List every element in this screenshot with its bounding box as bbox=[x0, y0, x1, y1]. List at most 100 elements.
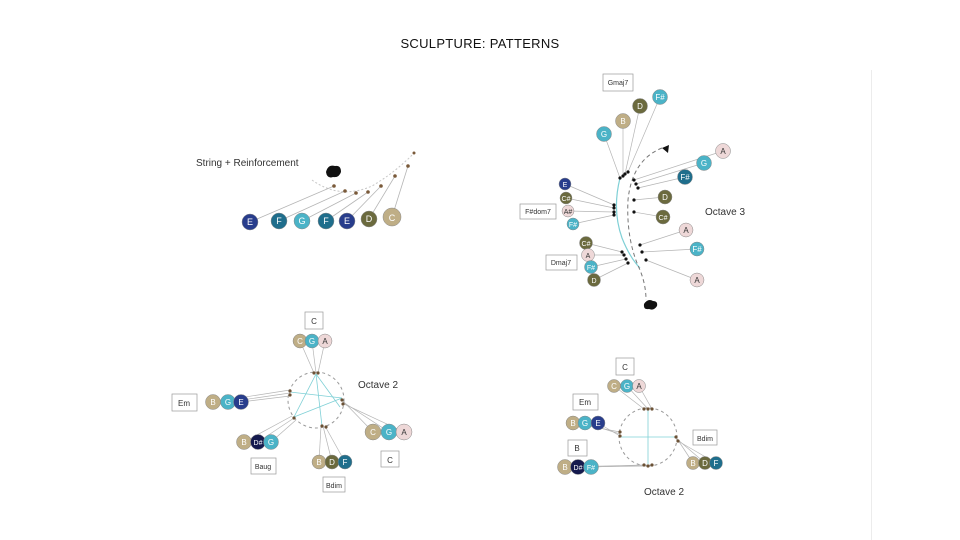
svg-text:F: F bbox=[714, 459, 719, 468]
octave-2-left-label: Octave 2 bbox=[358, 380, 398, 391]
chord-box-em-right bbox=[572, 393, 599, 411]
svg-text:B: B bbox=[570, 419, 575, 428]
svg-text:F#: F# bbox=[692, 245, 702, 254]
svg-text:D#: D# bbox=[574, 465, 583, 472]
svg-text:B: B bbox=[620, 117, 625, 126]
chord-box-gmaj7 bbox=[602, 73, 634, 92]
chord-box-fdom7 bbox=[519, 203, 557, 220]
svg-text:D#: D# bbox=[254, 440, 263, 447]
svg-text:A: A bbox=[322, 337, 328, 346]
svg-text:C: C bbox=[611, 382, 617, 391]
octave-2-left-inner-lines bbox=[289, 373, 343, 427]
octave-2-left-note-labels: C G A B G E B D# G B D F C G A bbox=[210, 337, 407, 467]
svg-text:D: D bbox=[637, 102, 643, 111]
octave-3-lines bbox=[564, 96, 724, 281]
chord-box-baug bbox=[250, 457, 277, 475]
octave-3-left-note-labels: G B D F# E C# A# F# C# A F# D bbox=[562, 93, 666, 285]
chord-box-em bbox=[171, 393, 198, 412]
chord-box-dmaj7 bbox=[545, 254, 578, 271]
chord-label-dmaj7: Dmaj7 bbox=[551, 260, 571, 267]
string-note-circles bbox=[241, 207, 402, 231]
svg-text:Em: Em bbox=[579, 398, 591, 407]
panel-string-reinforcement: String + Reinforcement bbox=[196, 151, 416, 231]
octave-2-right-inner-lines bbox=[620, 410, 677, 464]
svg-text:G: G bbox=[268, 438, 274, 447]
chord-box-bdim-right bbox=[692, 429, 718, 446]
chord-box-c-right bbox=[615, 357, 635, 376]
svg-text:B: B bbox=[316, 458, 321, 467]
svg-text:G: G bbox=[298, 216, 305, 226]
svg-text:G: G bbox=[701, 159, 707, 168]
svg-text:E: E bbox=[238, 398, 243, 407]
svg-text:C: C bbox=[311, 317, 317, 326]
svg-text:A: A bbox=[683, 226, 689, 235]
svg-text:D: D bbox=[591, 278, 596, 285]
svg-text:G: G bbox=[624, 382, 630, 391]
octave-3-right-note-labels: A G F# D C# A F# A bbox=[659, 147, 727, 285]
string-note-labels: E F G F E D C bbox=[247, 213, 396, 227]
svg-text:G: G bbox=[582, 419, 588, 428]
svg-text:F#: F# bbox=[587, 465, 595, 472]
octave-2-left-knots bbox=[288, 371, 345, 429]
svg-text:E: E bbox=[344, 216, 350, 226]
svg-text:B: B bbox=[562, 463, 567, 472]
svg-text:G: G bbox=[225, 398, 231, 407]
string-knots bbox=[332, 151, 416, 195]
svg-text:B: B bbox=[210, 398, 215, 407]
svg-text:B: B bbox=[690, 459, 695, 468]
chord-box-bdim bbox=[322, 476, 346, 493]
svg-text:Bdim: Bdim bbox=[326, 483, 342, 490]
svg-text:Em: Em bbox=[178, 399, 190, 408]
svg-text:E: E bbox=[247, 217, 253, 227]
svg-text:E: E bbox=[563, 182, 568, 189]
svg-text:E: E bbox=[595, 419, 600, 428]
chord-label-gmaj7: Gmaj7 bbox=[608, 80, 629, 87]
svg-text:C: C bbox=[387, 456, 393, 465]
octave-2-left-notes bbox=[205, 333, 413, 470]
svg-text:Baug: Baug bbox=[255, 464, 271, 471]
slide-edge-divider bbox=[871, 70, 872, 540]
svg-text:F#: F# bbox=[655, 93, 665, 102]
svg-text:G: G bbox=[309, 337, 315, 346]
chord-box-c-top bbox=[304, 311, 324, 330]
bottom-weight bbox=[643, 300, 658, 310]
svg-text:B: B bbox=[574, 444, 579, 453]
octave-2-right-label: Octave 2 bbox=[644, 487, 684, 498]
string-reinforcement-label: String + Reinforcement bbox=[196, 158, 299, 169]
svg-text:C: C bbox=[389, 213, 396, 223]
dashed-spine bbox=[627, 147, 663, 301]
svg-text:D: D bbox=[662, 193, 668, 202]
svg-text:F: F bbox=[323, 216, 329, 226]
svg-text:C#: C# bbox=[582, 241, 591, 248]
svg-text:G: G bbox=[386, 428, 392, 437]
teal-spine bbox=[615, 177, 641, 269]
octave-3-right-notes bbox=[655, 143, 731, 288]
svg-text:C#: C# bbox=[562, 196, 571, 203]
chord-box-c-bottom bbox=[380, 450, 400, 468]
svg-text:F#: F# bbox=[680, 173, 690, 182]
octave-2-left-ring bbox=[287, 371, 345, 429]
octave-3-label: Octave 3 bbox=[705, 207, 745, 218]
weight-blob bbox=[326, 165, 341, 178]
svg-text:A: A bbox=[720, 147, 726, 156]
svg-text:G: G bbox=[601, 130, 607, 139]
svg-text:F: F bbox=[343, 458, 348, 467]
svg-text:A#: A# bbox=[564, 209, 573, 216]
svg-text:D: D bbox=[366, 214, 373, 224]
chord-label-fdom7: F#dom7 bbox=[525, 209, 551, 216]
svg-text:A: A bbox=[401, 428, 407, 437]
svg-text:A: A bbox=[586, 253, 591, 260]
svg-text:B: B bbox=[241, 438, 246, 447]
top-weight bbox=[662, 145, 669, 153]
panel-octave-2-left: Octave 2 C Em Baug Bdim C bbox=[171, 311, 413, 493]
chord-box-b-right bbox=[567, 439, 588, 457]
svg-text:F: F bbox=[276, 216, 282, 226]
svg-text:F#: F# bbox=[587, 265, 595, 272]
svg-text:C: C bbox=[297, 337, 303, 346]
panel-octave-3: Gmaj7 F#dom7 Dmaj7 Octave 3 bbox=[519, 73, 745, 310]
svg-text:F#: F# bbox=[569, 222, 577, 229]
svg-text:C: C bbox=[370, 428, 376, 437]
slide-title: SCULPTURE: PATTERNS bbox=[400, 36, 560, 51]
svg-text:D: D bbox=[329, 458, 335, 467]
